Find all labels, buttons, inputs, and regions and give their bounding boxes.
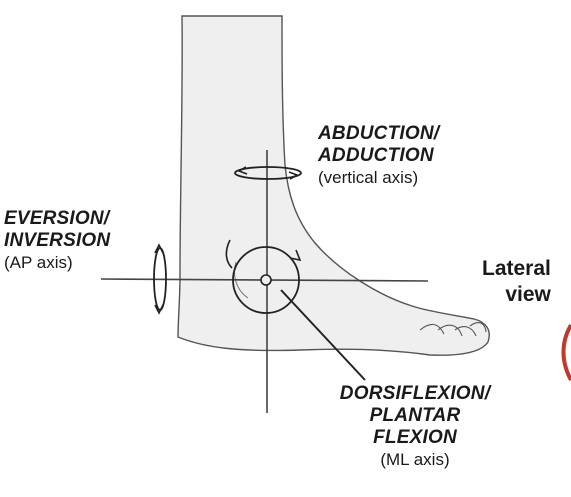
eversion-title-2: INVERSION: [4, 230, 110, 252]
view-line-1: Lateral: [482, 256, 551, 282]
abduction-axis: (vertical axis): [318, 167, 439, 189]
dorsiflexion-label: DORSIFLEXION/ PLANTAR FLEXION (ML axis): [305, 383, 525, 471]
view-label: Lateral view: [482, 256, 551, 308]
abduction-label: ABDUCTION/ ADDUCTION (vertical axis): [318, 123, 439, 189]
eversion-axis: (AP axis): [4, 252, 110, 274]
abduction-title-1: ABDUCTION/: [318, 123, 439, 145]
dorsiflexion-title-2: PLANTAR: [305, 405, 525, 427]
dorsiflexion-axis: (ML axis): [305, 449, 525, 471]
view-line-2: view: [482, 282, 551, 308]
abduction-title-2: ADDUCTION: [318, 145, 439, 167]
eversion-label: EVERSION/ INVERSION (AP axis): [4, 208, 110, 274]
eversion-title-1: EVERSION/: [4, 208, 110, 230]
ml-axis-point: [261, 275, 271, 285]
accent-mark: [563, 325, 571, 380]
dorsiflexion-title-3: FLEXION: [305, 427, 525, 449]
dorsiflexion-title-1: DORSIFLEXION/: [305, 383, 525, 405]
